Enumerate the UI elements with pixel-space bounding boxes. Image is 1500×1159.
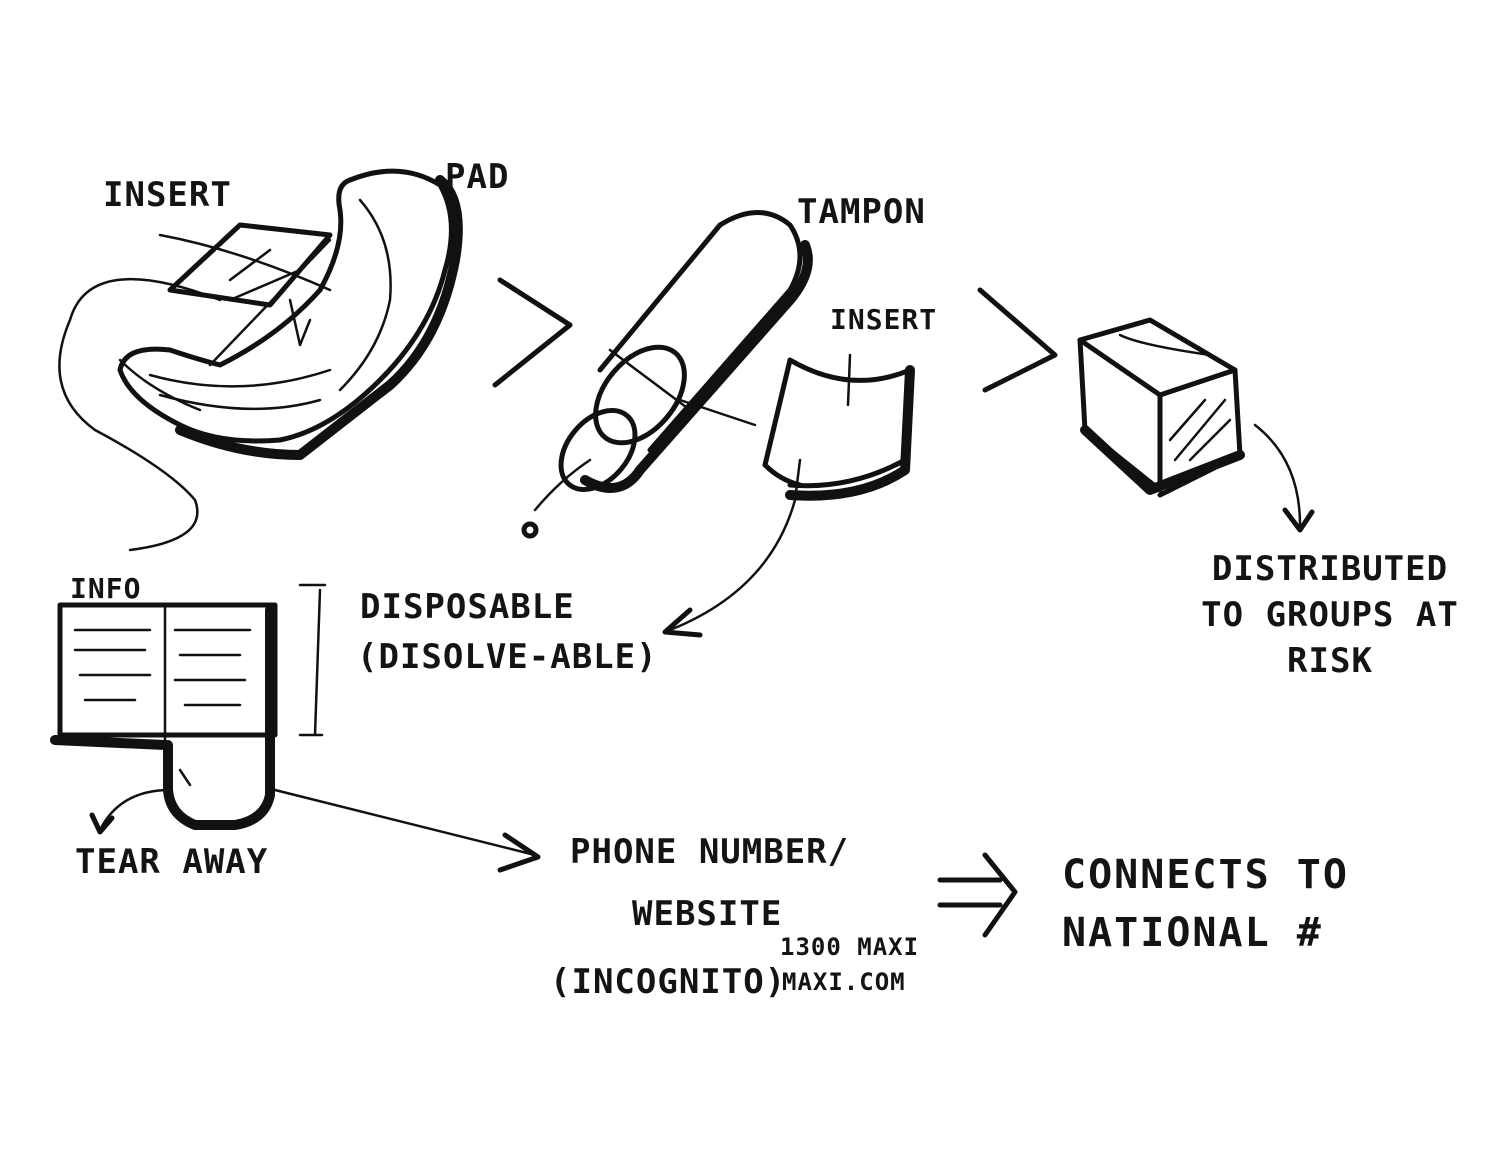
connects-label: CONNECTS TO NATIONAL # (1062, 855, 1349, 953)
disposable-label: DISPOSABLE (360, 587, 575, 627)
connects-line-1: CONNECTS TO (1062, 852, 1349, 898)
tampon-label: TAMPON (797, 192, 926, 232)
box-sketch (1077, 317, 1245, 498)
phone-example-label: 1300 MAXI (780, 933, 920, 961)
tear-away-label: TEAR AWAY (75, 842, 269, 882)
website-label: WEBSITE (632, 894, 783, 934)
tear-away-arrow (98, 788, 172, 832)
arrow-right-2 (977, 287, 1058, 393)
info-card-sketch (50, 583, 327, 830)
box-to-distributed-arrow (1253, 423, 1302, 527)
pad-cord (58, 277, 222, 552)
arrow-right-1 (492, 277, 573, 388)
distributed-line-2: TO GROUPS AT (1201, 595, 1459, 635)
insert-to-info-arrow (668, 498, 797, 632)
tampon-sketch (521, 210, 813, 539)
info-label: INFO (70, 572, 142, 605)
insert-tampon-label: INSERT (830, 303, 938, 336)
distributed-line-1: DISTRIBUTED (1211, 549, 1449, 589)
insert-pad-label: INSERT (103, 175, 232, 215)
connects-line-2: NATIONAL # (1062, 910, 1323, 956)
phone-number-label: PHONE NUMBER/ (570, 832, 850, 872)
incognito-label: (INCOGNITO) (550, 962, 787, 1002)
distributed-label: DISTRIBUTED TO GROUPS AT RISK (1200, 552, 1460, 678)
tampon-insert-sketch (762, 353, 915, 502)
pad-sketch (117, 168, 463, 460)
dissolvable-label: (DISOLVE-ABLE) (357, 637, 658, 677)
to-phone-arrow (273, 788, 537, 857)
to-connects-arrow (937, 852, 1018, 938)
pad-label: PAD (445, 157, 510, 197)
distributed-line-3: RISK (1287, 641, 1373, 681)
web-example-label: MAXI.COM (782, 968, 906, 996)
